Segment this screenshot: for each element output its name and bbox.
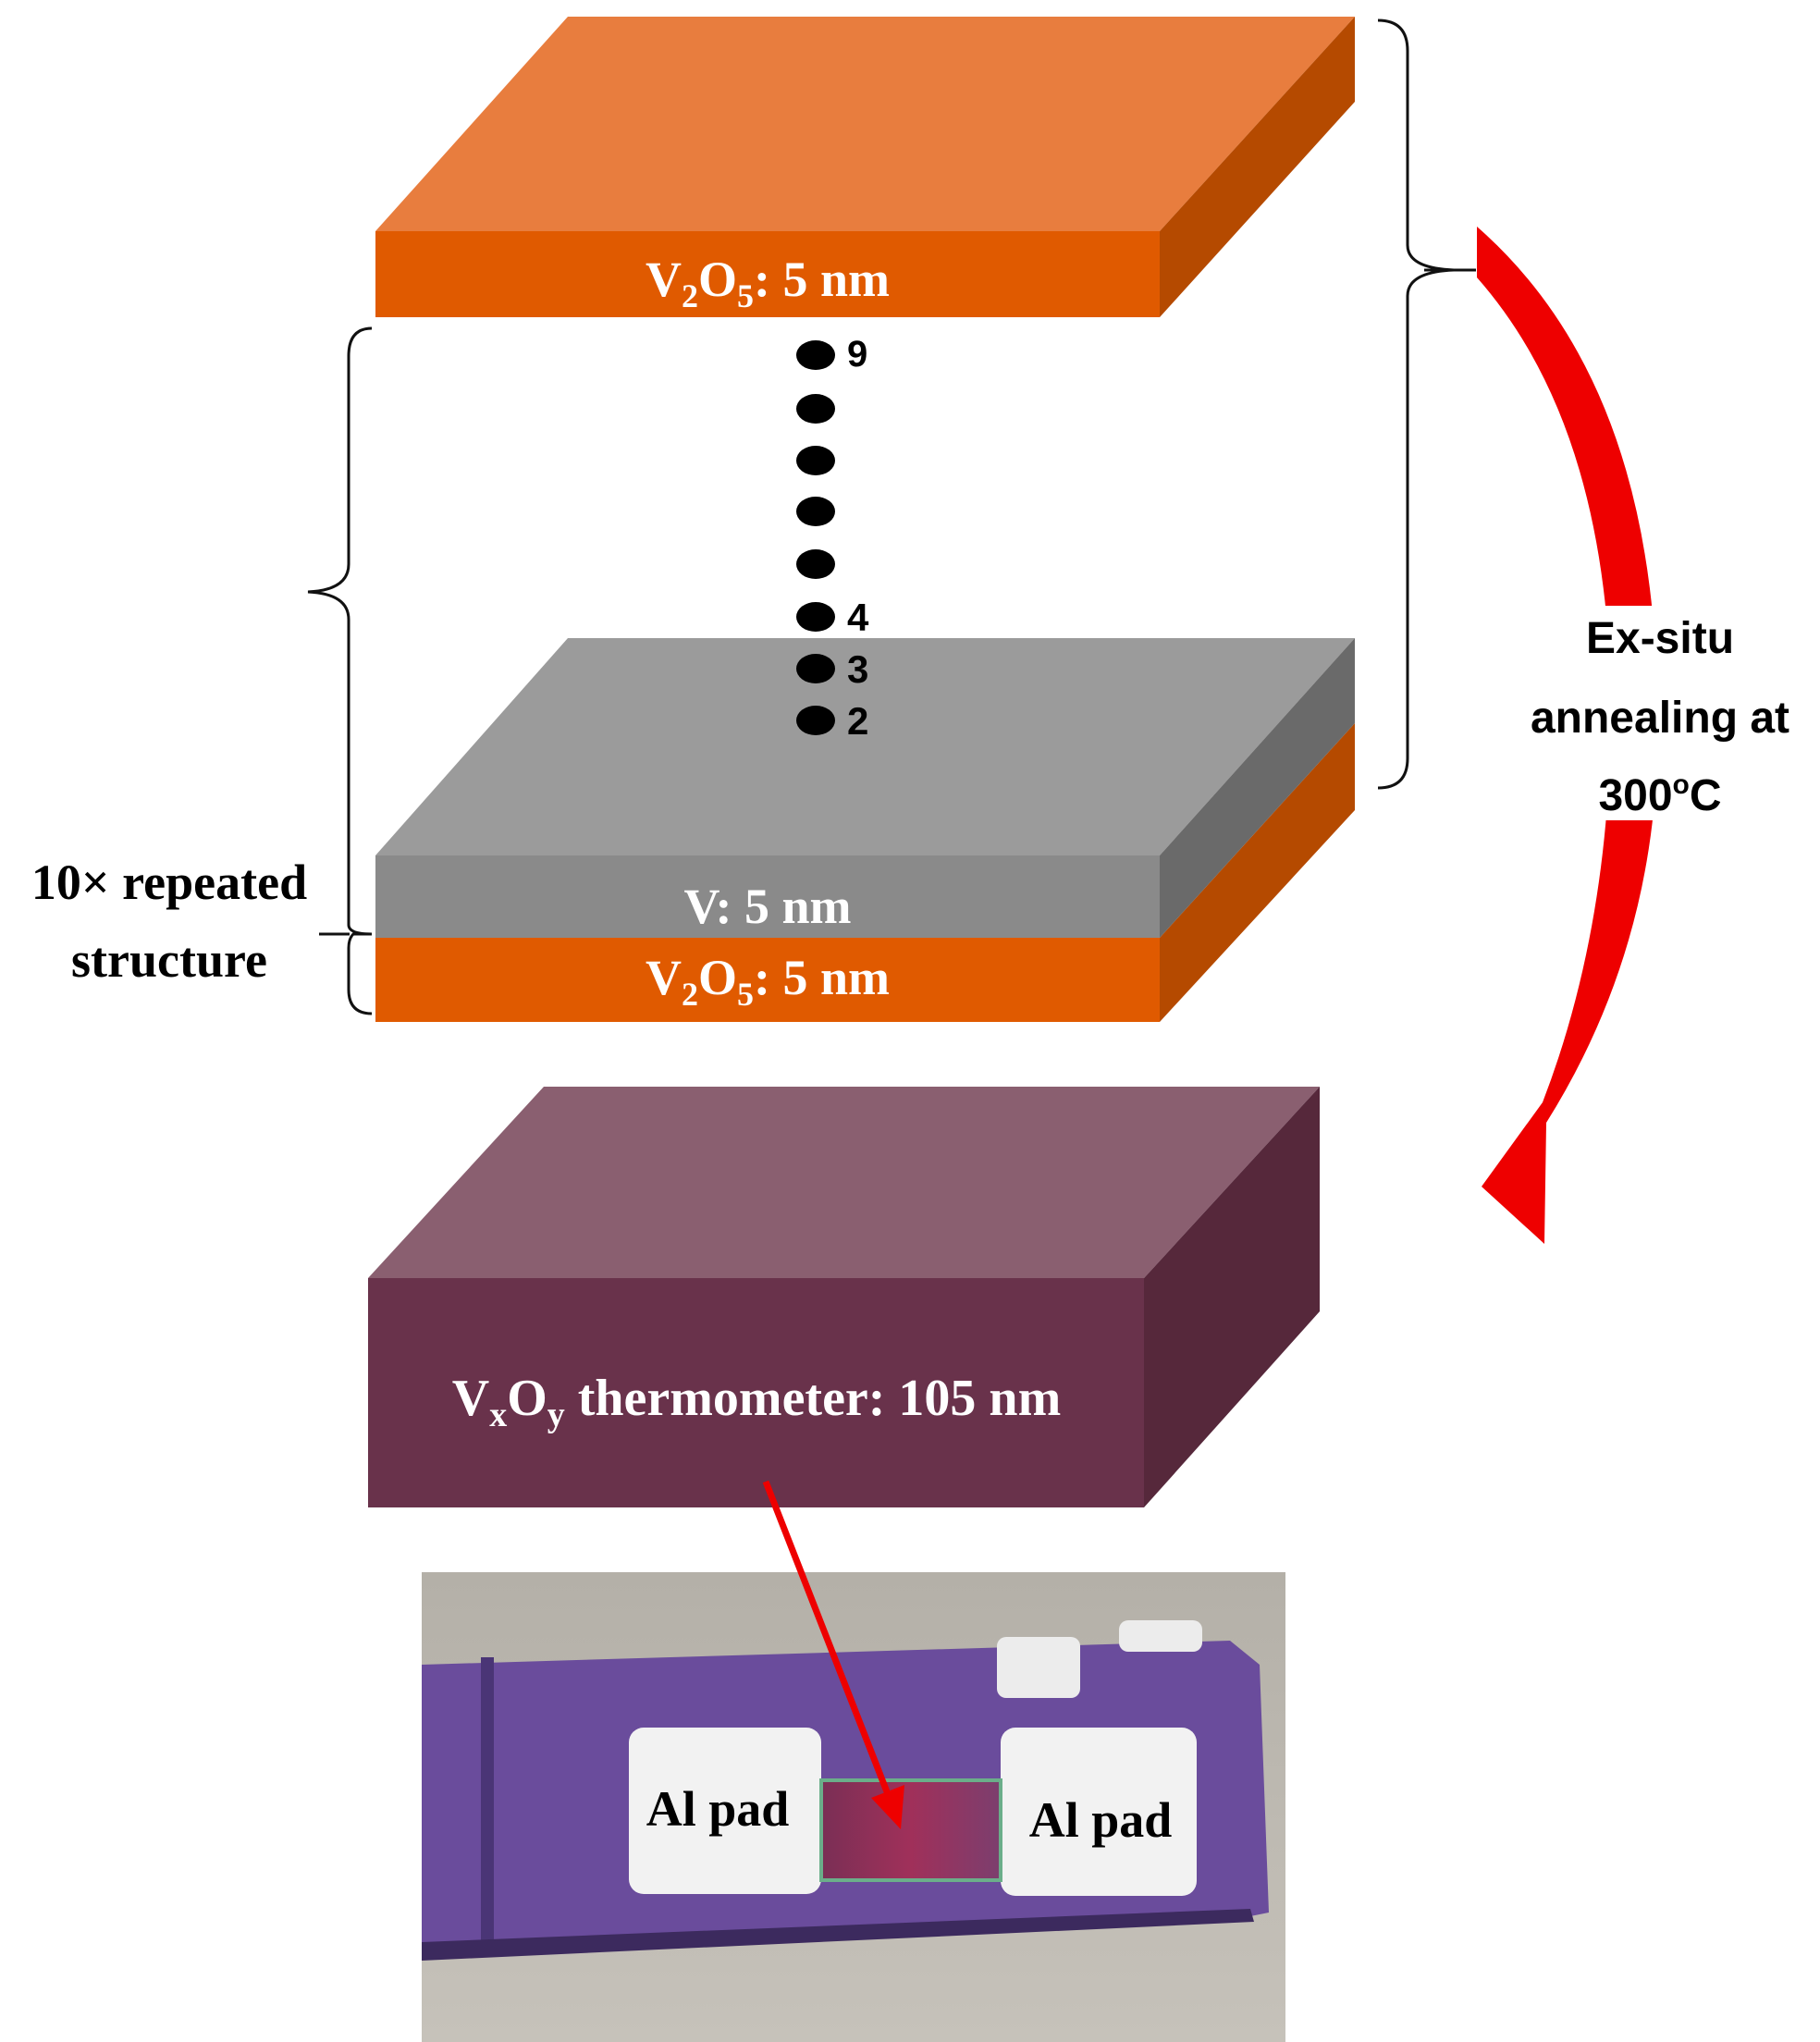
dot-label-3: 3 (847, 647, 868, 691)
thermometer-block: VxOy thermometer: 105 nm (368, 1087, 1320, 1507)
annealing-label-bg (1515, 606, 1820, 820)
al-pad-left-label: Al pad (646, 1781, 790, 1837)
repeat-dots: 9 4 3 2 (796, 334, 869, 743)
thermometer-channel (819, 1778, 1002, 1882)
dot (796, 654, 835, 683)
dot (796, 549, 835, 579)
dot (796, 340, 835, 370)
repeat-label-line1: 10× repeated (31, 855, 307, 910)
dot-label-4: 4 (847, 596, 869, 639)
cutout-2 (1119, 1620, 1202, 1652)
dot-label-2: 2 (847, 699, 868, 743)
annealing-line2: annealing at (1531, 694, 1789, 743)
al-pad-right-label: Al pad (1029, 1792, 1173, 1848)
top-v2o5-side-face (1160, 17, 1355, 317)
bottom-v2o5-label: V2O5: 5 nm (646, 950, 890, 1013)
dot (796, 497, 835, 526)
substrate-edge (422, 1909, 1254, 1961)
top-v2o5-slab: V2O5: 5 nm (375, 17, 1355, 317)
dot-label-9: 9 (847, 334, 867, 375)
right-brace (1377, 18, 1455, 790)
top-v2o5-label: V2O5: 5 nm (646, 252, 890, 314)
al-pad-left (629, 1728, 821, 1894)
dot (796, 602, 835, 632)
annealing-label: Ex-situ annealing at 300oC (1515, 606, 1820, 820)
substrate-stripe (481, 1657, 494, 1951)
repeat-label-line2: structure (71, 932, 267, 988)
bottom-v2o5-front-face (375, 938, 1160, 1022)
thermometer-side-face (1144, 1087, 1320, 1507)
v-front-face (375, 855, 1160, 938)
pointer-arrow (762, 1480, 904, 1829)
dot (796, 394, 835, 424)
dot (796, 706, 835, 735)
bottom-v2o5-side-face (1160, 723, 1355, 1022)
left-brace (307, 326, 373, 1015)
thermometer-front-face (368, 1278, 1144, 1507)
annealing-arrow (1477, 227, 1658, 1244)
pointer-arrow-shaft (762, 1480, 892, 1796)
thermometer-label: VxOy thermometer: 105 nm (452, 1370, 1061, 1434)
al-pad-right (1001, 1728, 1197, 1896)
v-slab: V: 5 nm (375, 638, 1355, 938)
pointer-arrow-head (871, 1785, 904, 1829)
v-layer-label: V: 5 nm (683, 879, 851, 934)
v-side-face (1160, 638, 1355, 938)
top-v2o5-front-face (375, 231, 1160, 317)
thermometer-top-face (368, 1087, 1320, 1278)
v-top-face (375, 638, 1355, 855)
top-v2o5-top-face (375, 17, 1355, 231)
cutout-1 (997, 1637, 1080, 1698)
annealing-line1: Ex-situ (1586, 614, 1734, 663)
bottom-v2o5-slab: V2O5: 5 nm (375, 723, 1355, 1022)
device-photo: Al pad Al pad (422, 1572, 1285, 2042)
dot (796, 446, 835, 475)
annealing-line3: 300oC (1598, 769, 1721, 820)
